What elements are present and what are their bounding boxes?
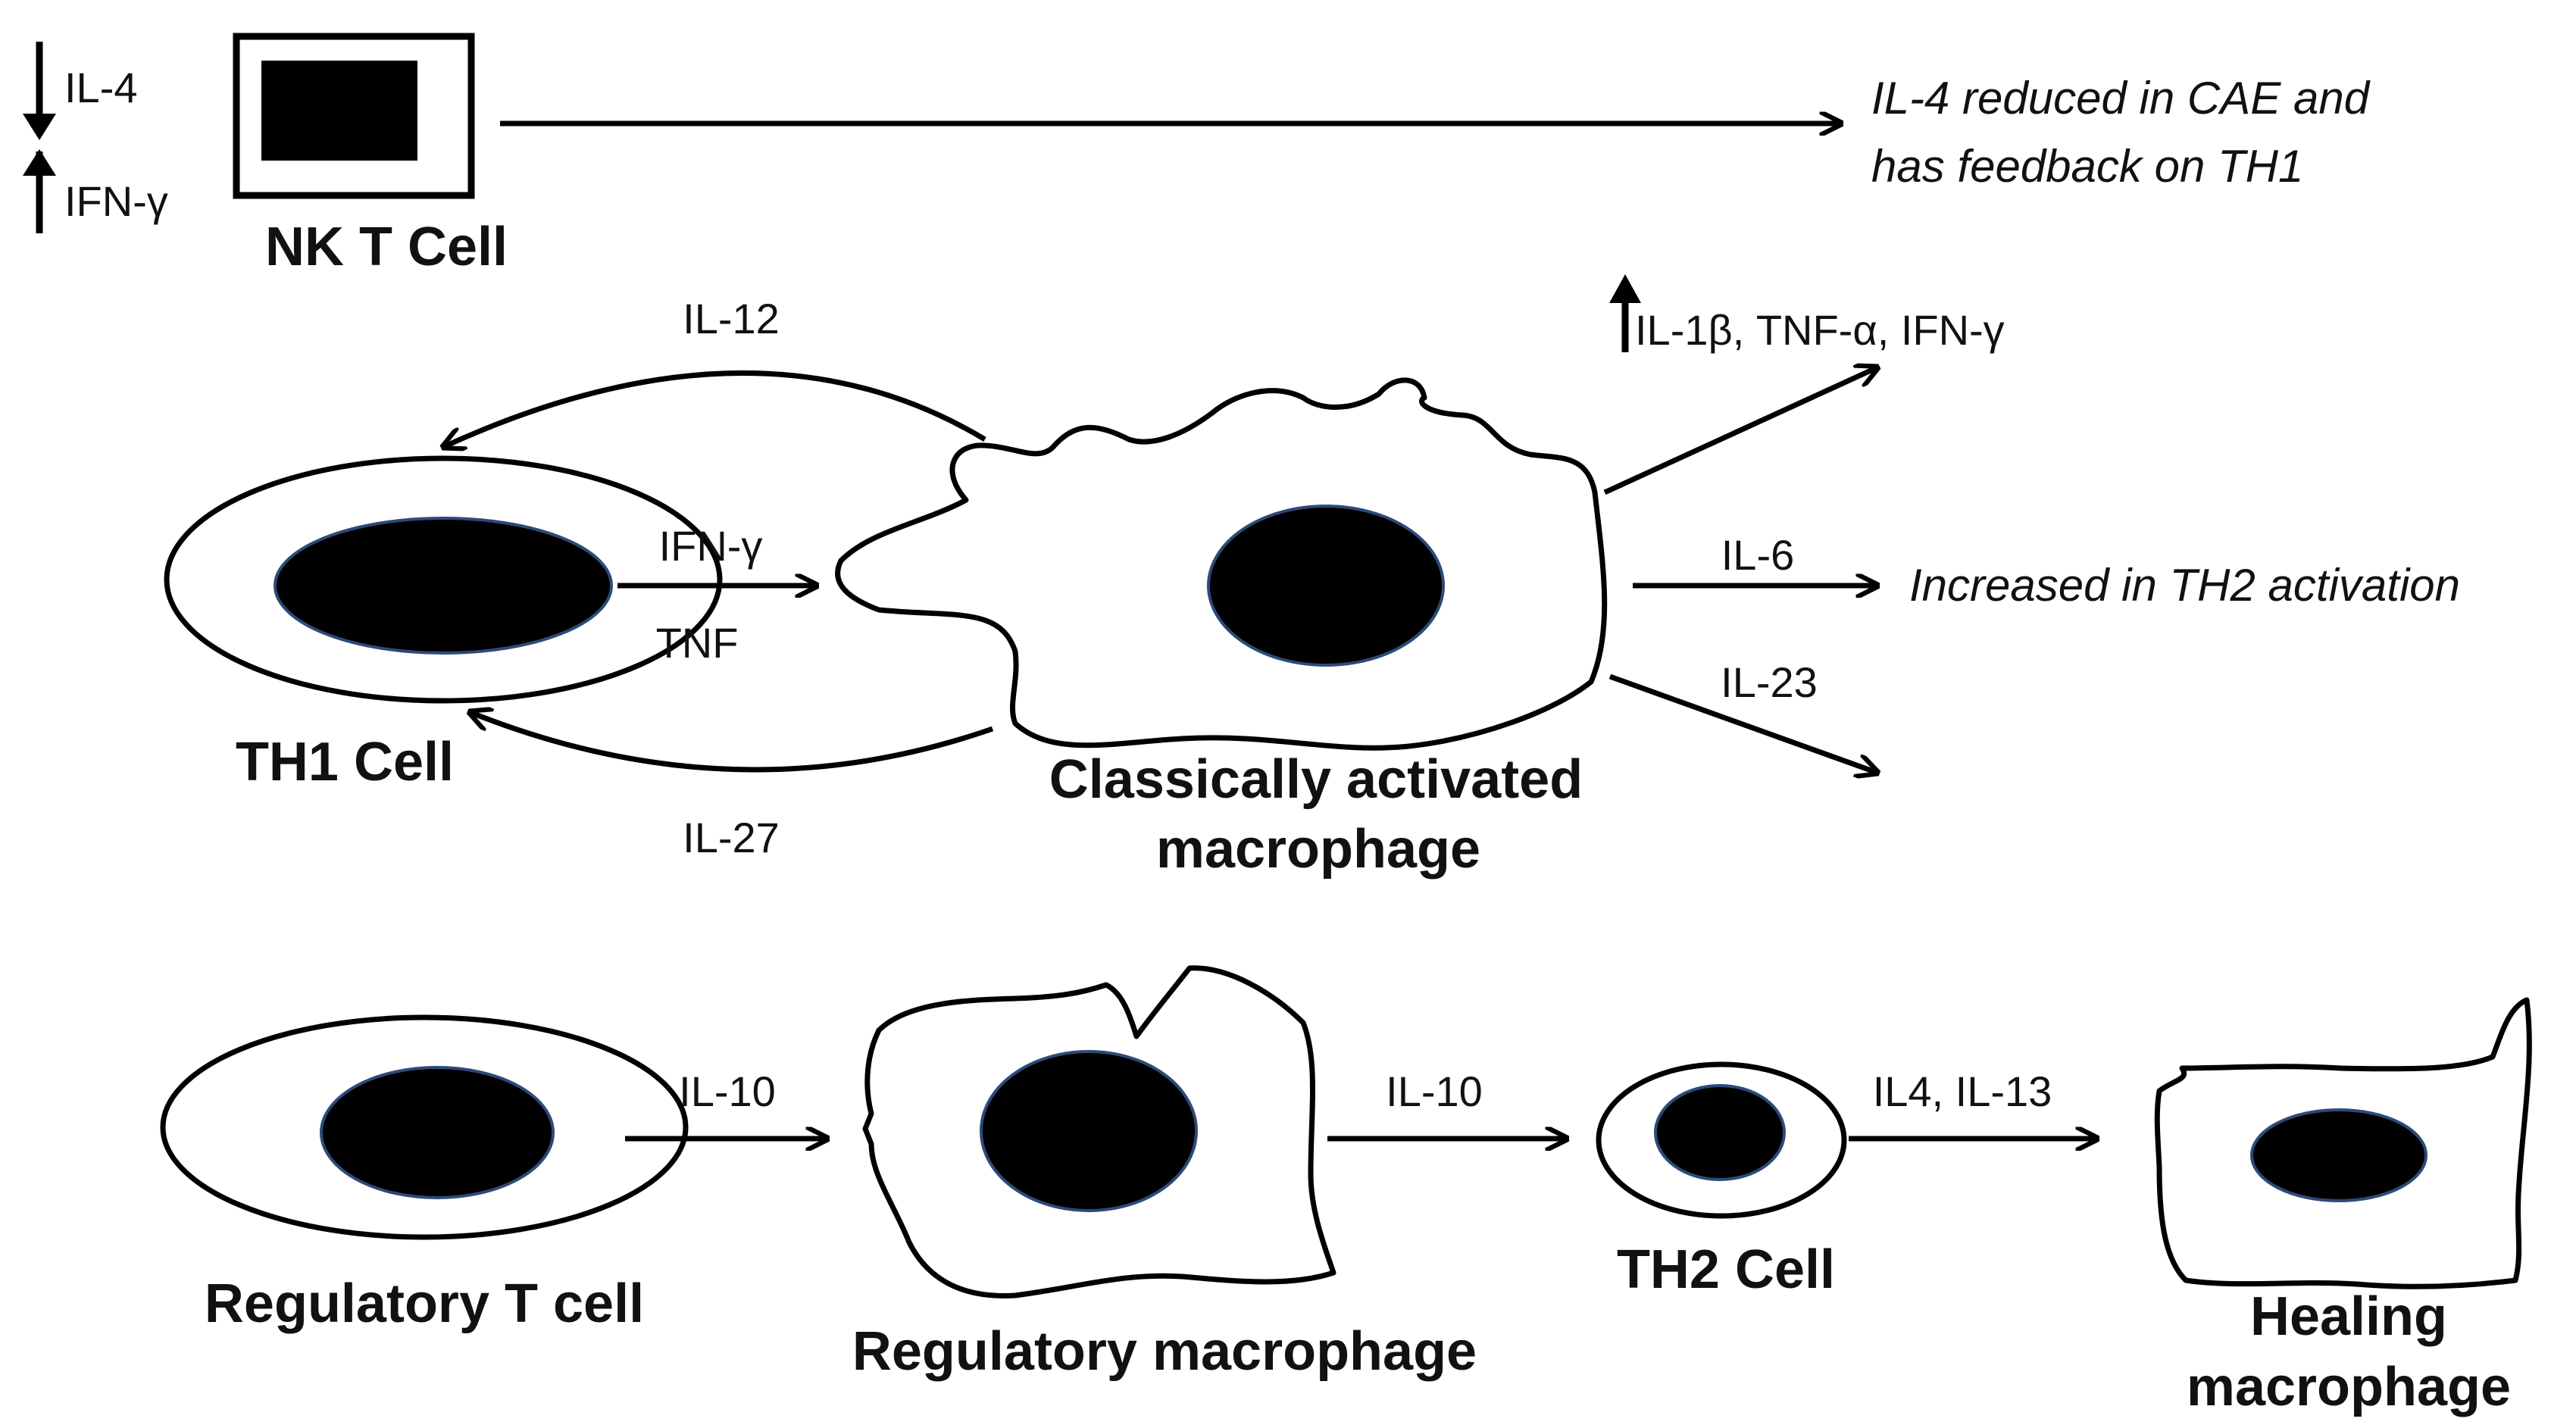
mreg-to-th2-label: IL-10 [1386,1067,1483,1115]
classical-macrophage-nucleus [1207,505,1445,667]
regulatory-macrophage-label: Regulatory macrophage [852,1321,1477,1382]
th1-section: TH1 Cell IL-12 IFN-γ TNF IL-27 [164,295,994,861]
cam-out2-label: IL-6 [1721,531,1795,579]
increase-arrow-head-icon [23,149,56,176]
cam-out2-note: Increased in TH2 activation [1909,560,2460,611]
regulatory-macrophage-nucleus [980,1050,1198,1212]
regulatory-t-cell-label: Regulatory T cell [205,1273,644,1334]
bottom-row: Regulatory T cell IL-10 Regulatory macro… [160,965,2532,1417]
classical-macrophage-label-line1: Classically activated [1049,749,1583,810]
th2-to-heal-label: IL4, IL-13 [1873,1067,2052,1115]
cam-out3-label: IL-23 [1721,658,1818,706]
regulatory-t-cell-nucleus [320,1066,555,1199]
decrease-arrow-head-icon [23,114,56,140]
nkt-down-label: IL-4 [64,64,138,111]
healing-macrophage-label-line2: macrophage [2187,1357,2511,1417]
th1-tnf-label: TNF [656,619,739,667]
cam-out3-arrow [1608,673,1877,773]
healing-macrophage-label-line1: Healing [2250,1286,2447,1347]
nkt-note-line2: has feedback on TH1 [1871,141,2303,192]
il12-label: IL-12 [683,295,780,342]
nkt-note-line1: IL-4 reduced in CAE and [1871,73,2371,123]
cam-out1-label: IL-1β, TNF-α, IFN-γ [1635,306,2005,354]
cam-out1-arrow [1603,367,1877,495]
nkt-section: IL-4 IFN-γ NK T Cell IL-4 reduced in CAE… [23,33,2371,277]
th2-cell-label: TH2 Cell [1617,1239,1835,1300]
nkt-up-label: IFN-γ [64,177,168,225]
th1-cell-nucleus [274,517,613,655]
treg-to-mreg-label: IL-10 [679,1067,776,1115]
il12-arrow [443,370,986,447]
il27-label: IL-27 [683,814,780,861]
classical-macrophage-label-line2: macrophage [1156,819,1480,880]
nkt-cell-nucleus [261,61,417,161]
classical-macrophage-section: Classically activated macrophage IL-1β, … [835,274,2460,880]
th1-cell-label: TH1 Cell [236,732,454,792]
cam-out1-increase-head-icon [1609,274,1641,303]
th1-ifn-label: IFN-γ [659,522,763,570]
healing-macrophage-nucleus [2250,1108,2428,1202]
th2-cell-nucleus [1654,1084,1786,1181]
il27-arrow [470,712,994,773]
nkt-cell-label: NK T Cell [265,217,508,277]
